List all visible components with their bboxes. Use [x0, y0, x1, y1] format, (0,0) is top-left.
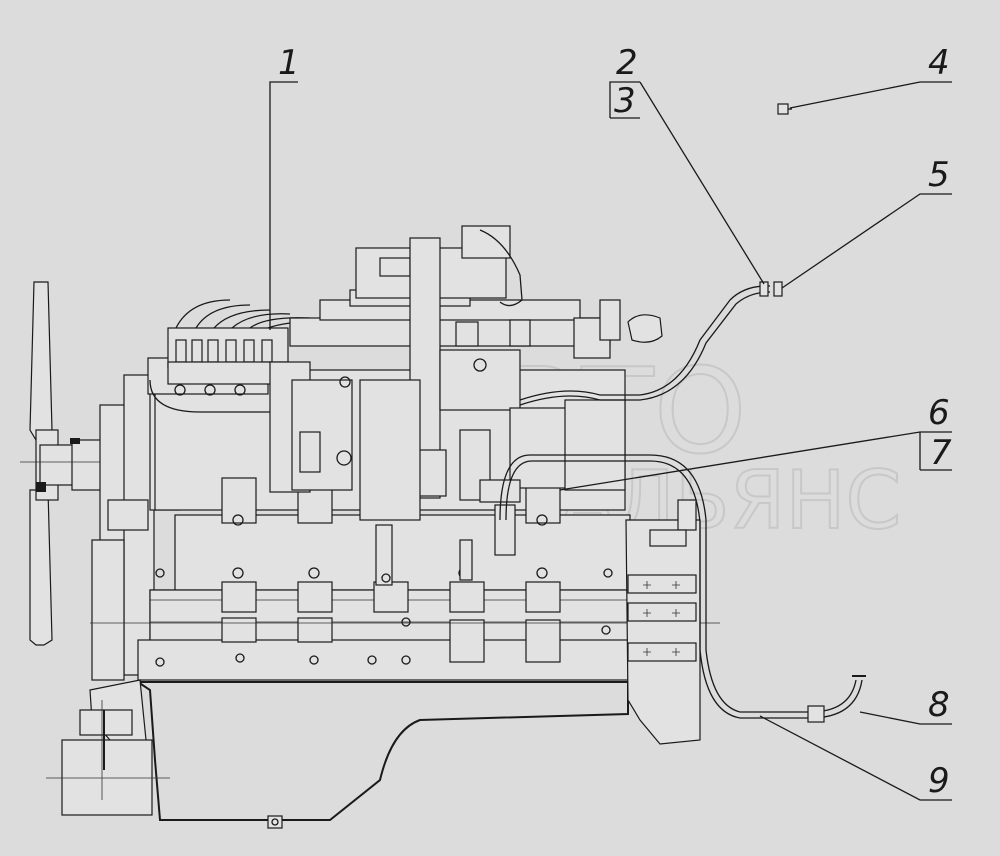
callout-9: 9: [928, 761, 950, 801]
cooling-fan: [20, 281, 140, 646]
callout-8: 8: [928, 685, 950, 725]
callout-6: 6: [928, 393, 950, 433]
callout-4: 4: [928, 43, 950, 83]
flywheel-housing: [625, 499, 701, 745]
item-4-part: [777, 103, 792, 115]
fuel-injection-system: [147, 299, 353, 493]
leader-lines: [269, 81, 952, 801]
callout-3: 3: [614, 81, 636, 121]
engine-mount: [46, 679, 170, 816]
callout-2: 2: [616, 43, 638, 83]
callout-7: 7: [930, 433, 952, 473]
callout-5: 5: [928, 155, 950, 195]
oil-pan: [134, 681, 629, 829]
fuel-line-upper: [519, 281, 783, 406]
fuel-line-lower: [499, 454, 866, 723]
callout-1: 1: [278, 43, 300, 83]
callout-labels: 1 2 3 4 5 6 7 8 9: [278, 43, 952, 801]
